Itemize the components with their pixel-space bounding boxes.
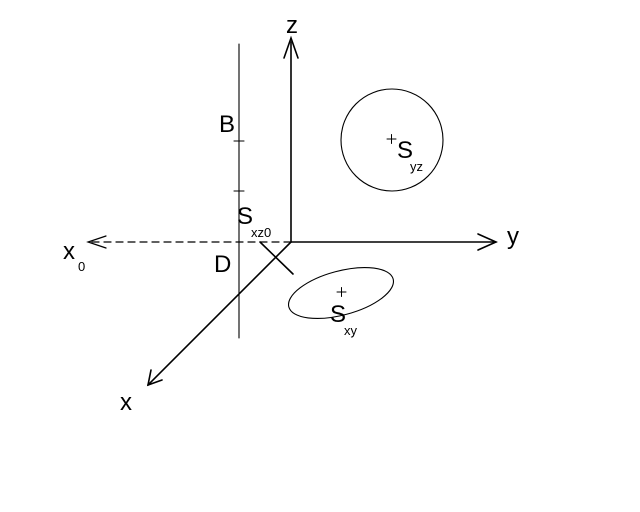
label-s-yz-subscript: yz	[410, 159, 423, 174]
label-s-xz0: S	[237, 203, 253, 230]
x0-axis-label: x	[63, 238, 75, 265]
x-axis-label: x	[120, 389, 132, 416]
label-d: D	[214, 251, 231, 278]
xy-ellipse	[287, 267, 395, 319]
yz-circle	[340, 88, 444, 192]
label-s-xz0-subscript: xz0	[251, 225, 271, 240]
label-s-xy: S	[330, 301, 346, 328]
origin-cross-line	[259, 241, 294, 275]
label-s-xy-subscript: xy	[344, 323, 358, 338]
y-axis-label: y	[507, 223, 519, 250]
x0-axis-subscript: 0	[78, 259, 85, 274]
label-s-yz: S	[397, 137, 413, 164]
y-axis-arrowhead	[477, 233, 498, 251]
x0-axis-arrowhead	[86, 235, 107, 249]
label-b: B	[219, 111, 235, 138]
x-axis-arrowhead	[146, 369, 163, 387]
x-axis	[147, 241, 292, 386]
z-axis-label: z	[286, 12, 298, 39]
z-axis-arrowhead	[283, 35, 299, 59]
